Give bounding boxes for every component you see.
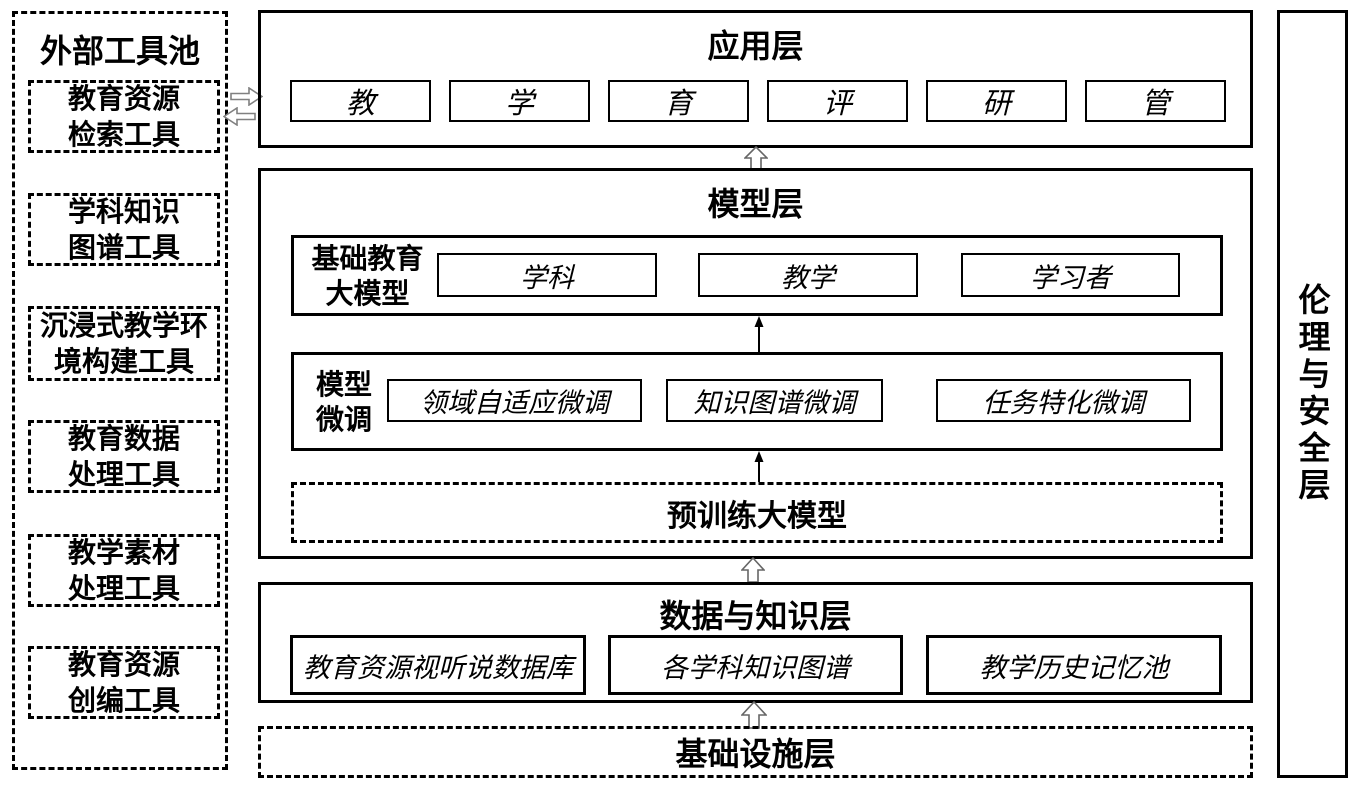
finetune-item-domain-adaptive: 领域自适应微调 [387,379,642,422]
finetune-item-knowledge-graph: 知识图谱微调 [666,379,883,422]
model-to-application-arrow-icon [744,146,768,170]
pretrained-model-box: 预训练大模型 [291,482,1223,543]
app-item-teach: 教 [290,80,431,122]
app-item-research: 研 [926,80,1067,122]
foundation-item-teaching: 教学 [698,253,918,297]
data-item-teaching-history-memory: 教学历史记忆池 [926,635,1222,695]
tool-education-resource-retrieval: 教育资源 检索工具 [28,80,220,153]
foundation-model-group: 基础教育 大模型 学科 教学 学习者 [291,235,1223,316]
ethics-security-layer: 伦理与安全层 [1277,10,1348,778]
foundation-item-learner: 学习者 [961,253,1180,297]
foundation-item-subject: 学科 [437,253,657,297]
data-knowledge-layer-title: 数据与知识层 [659,598,852,634]
tool-flow-right-arrow-icon [230,87,263,106]
app-item-manage: 管 [1085,80,1226,122]
model-layer-title: 模型层 [707,186,804,222]
model-layer: 模型层 基础教育 大模型 学科 教学 学习者 模型 微调 领域自适应微调 知识图… [258,168,1253,559]
tool-education-resource-authoring: 教育资源 创编工具 [28,646,220,719]
app-item-learn: 学 [449,80,590,122]
application-layer: 应用层 教 学 育 评 研 管 [258,10,1253,148]
infrastructure-to-data-arrow-icon [741,701,767,729]
app-item-evaluate: 评 [767,80,908,122]
infrastructure-layer: 基础设施层 [258,726,1253,778]
tool-teaching-material-processing: 教学素材 处理工具 [28,534,220,607]
tool-flow-left-arrow-icon [223,107,256,126]
finetune-to-foundation-arrow-icon [754,316,764,352]
tool-education-data-processing: 教育数据 处理工具 [28,420,220,493]
tool-subject-knowledge-graph: 学科知识 图谱工具 [28,193,220,266]
finetune-item-task-specific: 任务特化微调 [936,379,1191,422]
data-knowledge-layer: 数据与知识层 教育资源视听说数据库 各学科知识图谱 教学历史记忆池 [258,582,1253,703]
finetune-group: 模型 微调 领域自适应微调 知识图谱微调 任务特化微调 [291,352,1223,451]
data-to-model-arrow-icon [741,557,765,583]
external-tool-pool-title: 外部工具池 [39,33,200,69]
pretrained-to-finetune-arrow-icon [754,451,764,482]
ethics-security-layer-title: 伦理与安全层 [1294,283,1331,505]
foundation-model-label: 基础教育 大模型 [311,242,424,309]
tool-immersive-teaching-env: 沉浸式教学环 境构建工具 [28,306,220,381]
data-item-subject-knowledge-graphs: 各学科知识图谱 [608,635,903,695]
app-item-educate: 育 [608,80,749,122]
finetune-label: 模型 微调 [315,368,372,435]
application-layer-title: 应用层 [707,28,804,64]
data-item-av-database: 教育资源视听说数据库 [290,635,586,695]
external-tool-pool-panel: 外部工具池 教育资源 检索工具 学科知识 图谱工具 沉浸式教学环 境构建工具 教… [12,11,228,770]
